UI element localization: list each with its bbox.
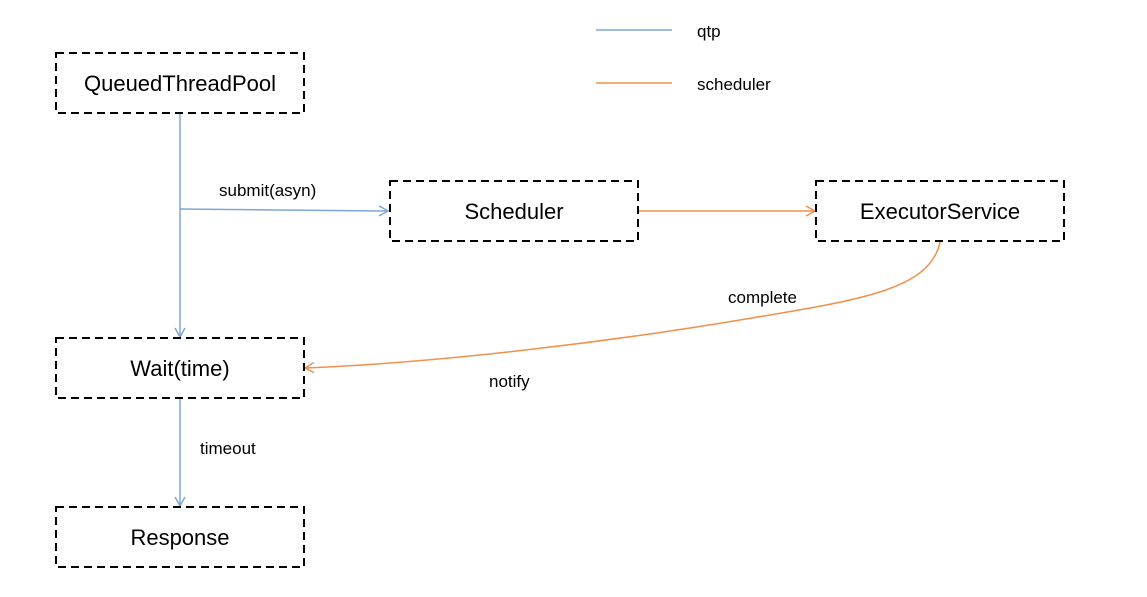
edge-submit-to-scheduler [179, 205, 390, 217]
node-scheduler: Scheduler [389, 180, 639, 242]
legend-qtp-label: qtp [697, 22, 721, 41]
node-scheduler-box [389, 180, 639, 242]
node-queued-thread-pool-box [55, 52, 305, 114]
notify-label: notify [489, 372, 530, 391]
node-response-box [55, 506, 305, 568]
timeout-label: timeout [200, 439, 256, 458]
node-response: Response [55, 506, 305, 568]
submit-label: submit(asyn) [219, 181, 316, 200]
node-queued-thread-pool: QueuedThreadPool [55, 52, 305, 114]
node-scheduler-label: Scheduler [464, 199, 563, 224]
complete-label: complete [728, 288, 797, 307]
node-wait-label: Wait(time) [130, 356, 229, 381]
node-queued-thread-pool-label: QueuedThreadPool [84, 71, 276, 96]
legend-scheduler-label: scheduler [697, 75, 771, 94]
edge-labels: submit(asyn) complete notify timeout [200, 181, 797, 458]
node-wait-box [55, 337, 305, 399]
node-executor-service-label: ExecutorService [860, 199, 1020, 224]
node-wait: Wait(time) [55, 337, 305, 399]
node-executor-service: ExecutorService [815, 180, 1065, 242]
edges [174, 114, 941, 508]
edge-complete-notify [303, 241, 941, 374]
node-executor-service-box [815, 180, 1065, 242]
legend: qtp scheduler [596, 22, 771, 94]
node-response-label: Response [130, 525, 229, 550]
